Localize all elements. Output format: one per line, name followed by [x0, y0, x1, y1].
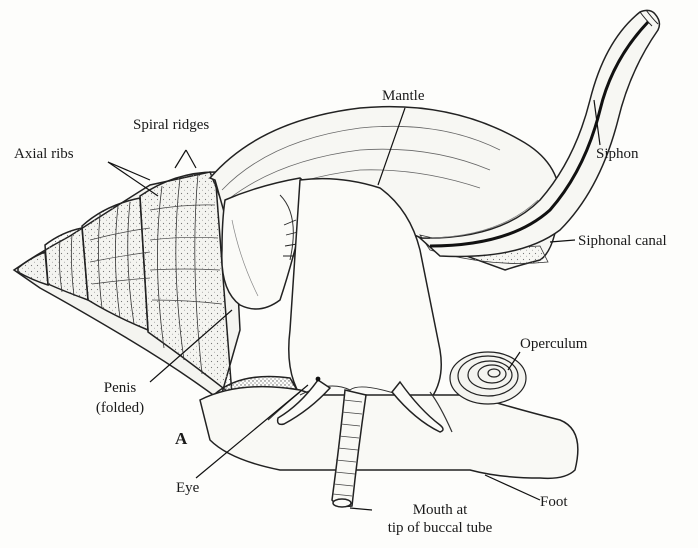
- label-mantle: Mantle: [382, 88, 425, 105]
- label-siphonal-canal: Siphonal canal: [578, 233, 667, 250]
- label-foot: Foot: [540, 494, 568, 511]
- label-mouth-line1: Mouth at: [360, 502, 520, 519]
- label-penis-folded: (folded): [80, 400, 160, 417]
- shell-spire: [14, 172, 240, 400]
- label-penis: Penis: [90, 380, 150, 397]
- label-eye: Eye: [176, 480, 199, 497]
- label-operculum: Operculum: [520, 336, 587, 353]
- label-spiral-ridges: Spiral ridges: [133, 117, 209, 134]
- eye-dot: [316, 377, 321, 382]
- label-mouth-line2: tip of buccal tube: [350, 520, 530, 537]
- label-siphon: Siphon: [596, 146, 639, 163]
- panel-letter: A: [175, 430, 187, 447]
- label-axial-ribs: Axial ribs: [14, 146, 74, 163]
